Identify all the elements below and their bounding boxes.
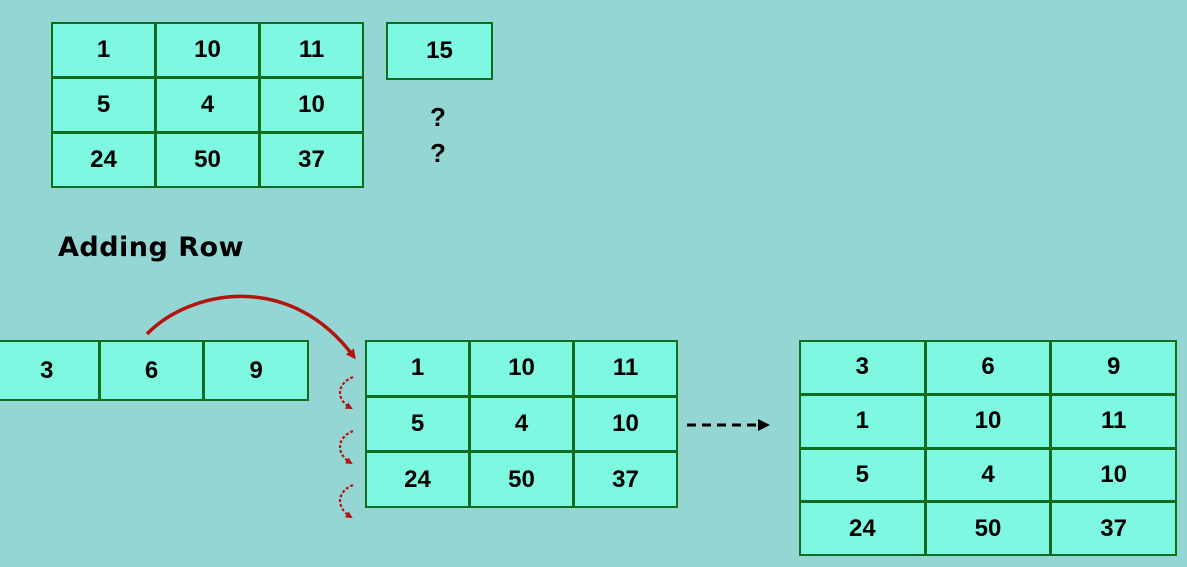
top-matrix-cell: 10 [157, 24, 258, 76]
result-matrix-cell: 3 [801, 342, 924, 393]
result-matrix-cell: 5 [801, 449, 924, 501]
result-matrix-cell: 11 [1052, 395, 1175, 447]
original-matrix-cell: 1 [367, 342, 468, 395]
adding-row-heading: Adding Row [58, 232, 245, 263]
shift-down-arrow [338, 483, 354, 519]
original-matrix-cell: 24 [367, 453, 468, 506]
original-matrix-cell: 37 [575, 453, 676, 506]
question-mark: ? [430, 102, 446, 132]
result-matrix-cell: 10 [1052, 449, 1175, 501]
new-row-cell: 6 [100, 342, 203, 399]
new-row-cell: 3 [0, 342, 98, 399]
result-matrix-cell: 1 [801, 395, 924, 447]
top-matrix-cell: 5 [53, 79, 154, 131]
original-matrix-cell: 50 [471, 453, 572, 506]
top-matrix-cell: 24 [53, 134, 154, 186]
original-matrix-cell: 5 [367, 397, 468, 451]
top-matrix-cell: 4 [157, 79, 258, 131]
original-matrix-cell: 4 [471, 397, 572, 451]
single-value-box: 15 [386, 22, 493, 80]
question-mark: ? [430, 138, 446, 168]
result-matrix-cell: 10 [926, 395, 1050, 447]
new-row: 3 6 9 [0, 340, 309, 401]
result-matrix-cell: 9 [1052, 342, 1175, 393]
insert-row-arrow [145, 294, 356, 360]
top-matrix-cell: 37 [261, 134, 362, 186]
shift-down-arrow [338, 429, 354, 465]
original-matrix-cell: 10 [575, 397, 676, 451]
top-matrix-cell: 1 [53, 24, 154, 76]
single-value-cell: 15 [388, 24, 491, 78]
original-matrix-cell: 10 [471, 342, 572, 395]
top-matrix-cell: 50 [157, 134, 258, 186]
new-row-cell: 9 [205, 342, 307, 399]
result-matrix: 3 6 9 1 10 11 5 4 10 24 50 37 [799, 340, 1177, 556]
result-matrix-cell: 4 [926, 449, 1050, 501]
result-matrix-cell: 24 [801, 503, 924, 554]
original-matrix-cell: 11 [575, 342, 676, 395]
result-matrix-cell: 37 [1052, 503, 1175, 554]
top-matrix-cell: 11 [261, 24, 362, 76]
shift-down-arrow [338, 375, 354, 409]
result-matrix-cell: 50 [926, 503, 1050, 554]
top-matrix-cell: 10 [261, 79, 362, 131]
top-matrix: 1 10 11 5 4 10 24 50 37 [51, 22, 364, 188]
original-matrix: 1 10 11 5 4 10 24 50 37 [365, 340, 678, 508]
result-matrix-cell: 6 [926, 342, 1050, 393]
